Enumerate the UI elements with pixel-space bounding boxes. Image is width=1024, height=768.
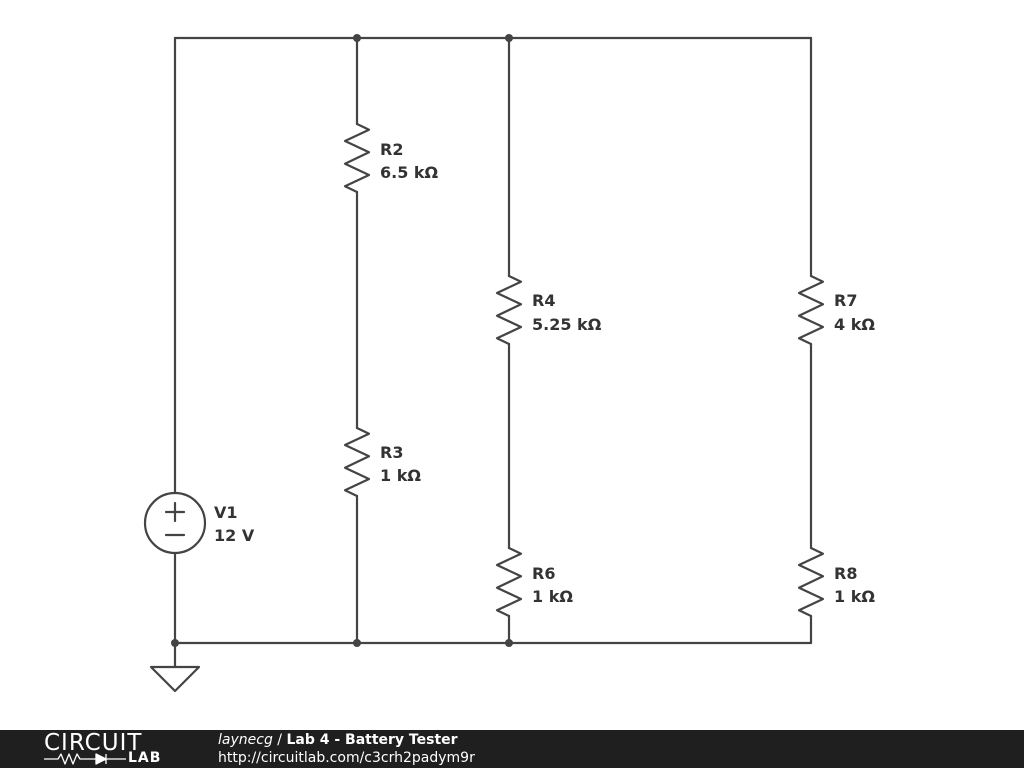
ground-symbol <box>149 641 201 693</box>
r2-value-label: 6.5 kΩ <box>380 163 439 182</box>
footer-info: laynecg / Lab 4 - Battery Tester http://… <box>218 731 475 767</box>
title-separator: / <box>272 732 287 748</box>
resistor-r8[interactable] <box>797 546 825 618</box>
author-link[interactable]: laynecg <box>218 732 273 748</box>
resistor-r6[interactable] <box>495 546 523 618</box>
logo-circuit-text: CIRCUIT <box>44 730 143 756</box>
r7-name-label: R7 <box>834 291 857 310</box>
r2-name-label: R2 <box>380 140 403 159</box>
junction-node-bottom-1 <box>171 639 179 647</box>
r6-value-label: 1 kΩ <box>532 587 573 606</box>
circuit-title-line: laynecg / Lab 4 - Battery Tester <box>218 731 475 749</box>
resistor-r2[interactable] <box>343 122 371 194</box>
r8-name-label: R8 <box>834 564 857 583</box>
junction-node-top-1 <box>353 34 361 42</box>
r6-name-label: R6 <box>532 564 555 583</box>
r4-name-label: R4 <box>532 291 555 310</box>
resistor-r3[interactable] <box>343 426 371 498</box>
circuit-schematic: V1 12 V R2 6.5 kΩ R3 1 kΩ R4 5.25 kΩ R6 … <box>143 34 875 693</box>
r8-value-label: 1 kΩ <box>834 587 875 606</box>
resistor-r4[interactable] <box>495 274 523 346</box>
circuit-url[interactable]: http://circuitlab.com/c3crh2padym9r <box>218 750 475 766</box>
junction-node-bottom-2 <box>353 639 361 647</box>
r7-value-label: 4 kΩ <box>834 315 875 334</box>
footer-bar: CIRCUIT LAB laynecg / Lab 4 - Battery Te… <box>0 730 1024 768</box>
v1-value-label: 12 V <box>214 526 255 545</box>
r4-value-label: 5.25 kΩ <box>532 315 602 334</box>
voltage-source-v1[interactable] <box>143 491 207 555</box>
junction-node-bottom-3 <box>505 639 513 647</box>
circuit-title[interactable]: Lab 4 - Battery Tester <box>286 732 458 748</box>
logo-lab-text: LAB <box>128 750 162 766</box>
circuitlab-logo[interactable]: CIRCUIT LAB <box>44 732 174 766</box>
r3-value-label: 1 kΩ <box>380 466 421 485</box>
resistor-r7[interactable] <box>797 274 825 346</box>
resistor-diode-icon <box>44 753 126 765</box>
junction-node-top-2 <box>505 34 513 42</box>
v1-name-label: V1 <box>214 503 238 522</box>
r3-name-label: R3 <box>380 443 403 462</box>
